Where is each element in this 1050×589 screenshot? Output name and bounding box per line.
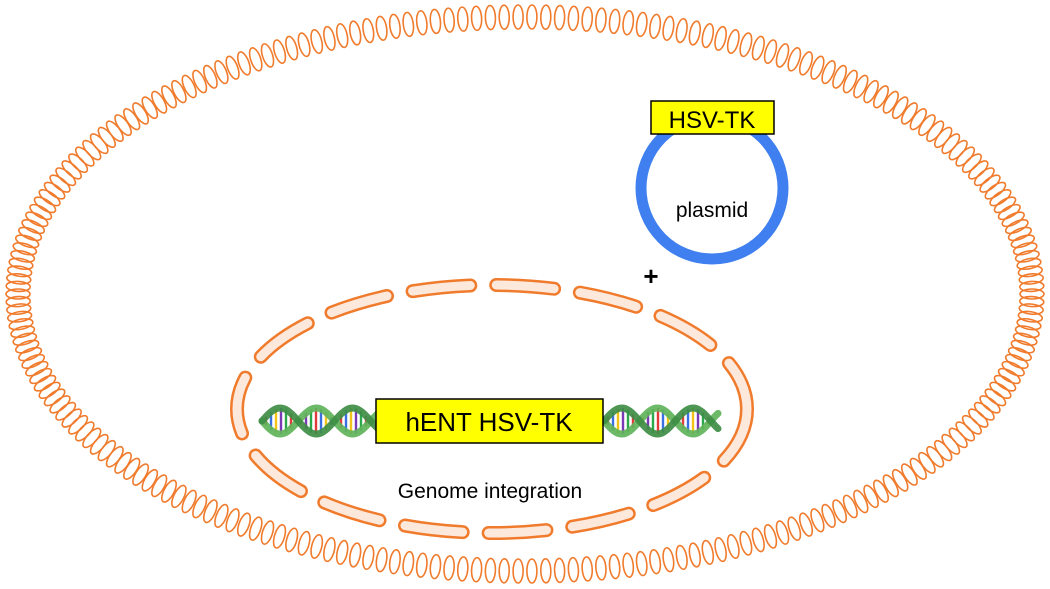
plasmid-gene-label-text: HSV-TK — [669, 107, 756, 134]
nucleus-icon — [230, 278, 754, 540]
plasmid-name-label: plasmid — [676, 199, 748, 222]
plasmid-ring-icon — [635, 111, 789, 265]
construct-label: hENT HSV-TK — [375, 398, 604, 444]
dna-helix-icon — [600, 404, 722, 438]
genome-integration-caption: Genome integration — [398, 480, 582, 503]
cell-membrane-icon — [5, 4, 1045, 584]
construct-label-text: hENT HSV-TK — [405, 407, 573, 437]
plasmid-gene-label: HSV-TK — [650, 100, 775, 135]
plus-sign: + — [643, 261, 658, 291]
dna-helix-icon — [258, 404, 382, 438]
